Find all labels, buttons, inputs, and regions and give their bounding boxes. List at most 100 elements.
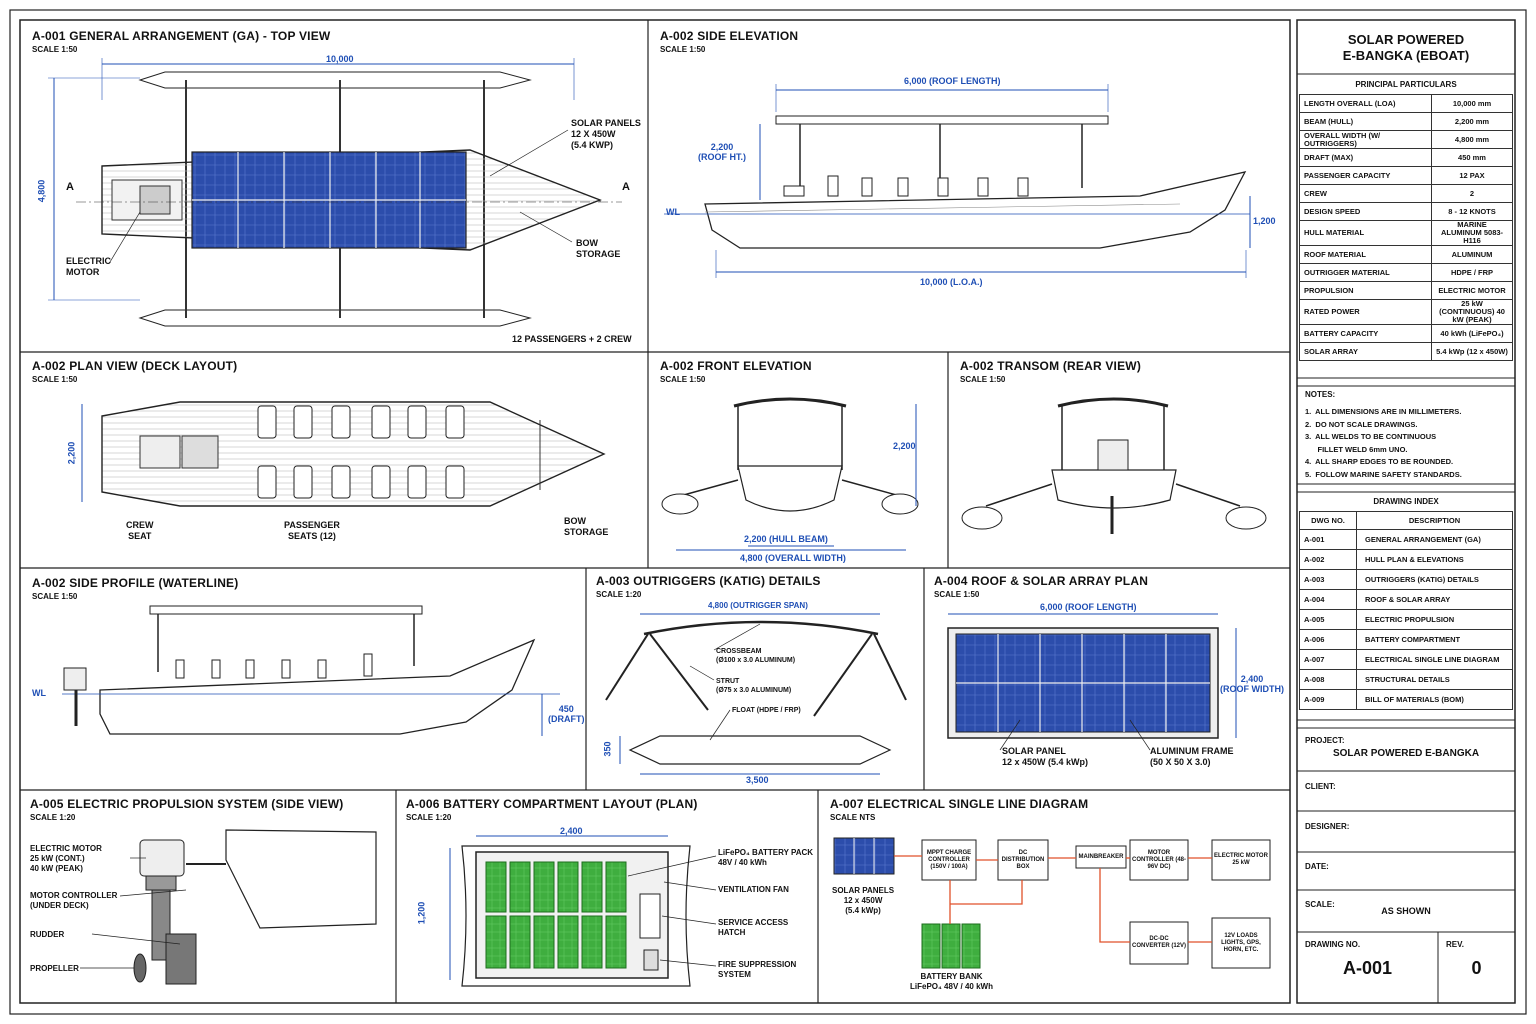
particular-value: 5.4 kWp (12 x 450W) <box>1431 342 1513 361</box>
particular-label: BEAM (HULL) <box>1299 112 1432 131</box>
designer-label: DESIGNER: <box>1305 822 1350 831</box>
plan-view-deck <box>81 401 606 507</box>
particular-value: 10,000 mm <box>1431 94 1513 113</box>
index-desc: GENERAL ARRANGEMENT (GA) <box>1356 529 1513 550</box>
panel-scale-sld: SCALE NTS <box>830 813 876 822</box>
index-no: A-006 <box>1299 629 1357 650</box>
drawing-frame <box>19 19 1291 1004</box>
index-no: A-005 <box>1299 609 1357 630</box>
dim-battery-height: 1,200 <box>416 901 427 925</box>
particulars-header: PRINCIPAL PARTICULARS <box>1355 80 1457 89</box>
label-strut: STRUT(Ø75 x 3.0 ALUMINUM) <box>716 678 792 694</box>
sld-motor-controller: MOTOR CONTROLLER (48-96V DC) <box>1132 849 1186 870</box>
panel-scale-front: SCALE 1:50 <box>660 375 706 384</box>
label-crossbeam: CROSSBEAM(Ø100 x 3.0 ALUMINUM) <box>716 648 796 664</box>
rev-value: 0 <box>1471 958 1482 978</box>
dim-ga-length: 10,000 <box>326 54 354 64</box>
label-capacity: 12 PASSENGERS + 2 CREW <box>512 334 632 344</box>
particular-label: RATED POWER <box>1299 299 1432 325</box>
index-header-row: DWG NO.DESCRIPTION <box>1299 511 1513 530</box>
index-desc: BILL OF MATERIALS (BOM) <box>1356 689 1513 710</box>
note-line: 1. ALL DIMENSIONS ARE IN MILLIMETERS. <box>1305 407 1462 416</box>
plan-seat <box>331 405 351 439</box>
dim-roof-length: 6,000 (ROOF LENGTH) <box>904 76 1001 86</box>
note-line: FILLET WELD 6mm UNO. <box>1305 444 1408 454</box>
panel-title-transom: A-002 TRANSOM (REAR VIEW) <box>960 359 1142 373</box>
particular-label: CREW <box>1299 184 1432 203</box>
battery-view <box>449 835 717 987</box>
index-no: A-002 <box>1299 549 1357 570</box>
particular-label: LENGTH OVERALL (LOA) <box>1299 94 1432 113</box>
plan-seat <box>331 465 351 499</box>
particular-value: 4,800 mm <box>1431 130 1513 149</box>
index-desc: ELECTRIC PROPULSION <box>1356 609 1513 630</box>
panel-title-propulsion: A-005 ELECTRIC PROPULSION SYSTEM (SIDE V… <box>30 797 344 811</box>
sld-12v-loads: 12V LOADS LIGHTS, GPS, HORN, ETC. <box>1221 932 1261 953</box>
panel-scale-battery: SCALE 1:20 <box>406 813 452 822</box>
particular-label: HULL MATERIAL <box>1299 220 1432 246</box>
dim-overall-width: 4,800 (OVERALL WIDTH) <box>740 553 846 563</box>
index-desc: BATTERY COMPARTMENT <box>1356 629 1513 650</box>
notes-header: NOTES: <box>1305 390 1336 399</box>
panel-scale-plan: SCALE 1:50 <box>32 375 78 384</box>
particular-value: 2,200 mm <box>1431 112 1513 131</box>
panel-title-sld: A-007 ELECTRICAL SINGLE LINE DIAGRAM <box>830 797 1089 811</box>
sld-electric-motor: ELECTRIC MOTOR 25 kW <box>1214 853 1268 866</box>
project-label: PROJECT: <box>1305 736 1345 745</box>
panel-title-side: A-002 SIDE ELEVATION <box>660 29 799 43</box>
date-label: DATE: <box>1305 862 1329 871</box>
particular-label: OVERALL WIDTH (W/ OUTRIGGERS) <box>1299 130 1432 149</box>
particular-label: BATTERY CAPACITY <box>1299 324 1432 343</box>
scale-label: SCALE: <box>1305 900 1335 909</box>
section-marker-right: A <box>622 181 630 193</box>
ga-top-view <box>48 58 622 327</box>
transom-view <box>961 397 1267 534</box>
index-desc: OUTRIGGERS (KATIG) DETAILS <box>1356 569 1513 590</box>
particulars-row: OVERALL WIDTH (W/ OUTRIGGERS)4,800 mm <box>1299 130 1513 149</box>
plan-seat <box>293 465 313 499</box>
scale-value: AS SHOWN <box>1381 906 1431 916</box>
dim-float-length: 3,500 <box>746 775 769 785</box>
particulars-row: LENGTH OVERALL (LOA)10,000 mm <box>1299 94 1513 113</box>
index-desc: ROOF & SOLAR ARRAY <box>1356 589 1513 610</box>
panel-scale-roof: SCALE 1:50 <box>934 590 980 599</box>
plan-seat <box>407 405 427 439</box>
particular-value: ELECTRIC MOTOR <box>1431 281 1513 300</box>
index-col-header: DWG NO. <box>1299 511 1357 530</box>
sld-mppt: MPPT CHARGE CONTROLLER (150V / 100A) <box>926 849 972 870</box>
particular-value: ALUMINUM <box>1431 245 1513 264</box>
particulars-row: BEAM (HULL)2,200 mm <box>1299 112 1513 131</box>
label-aluminum-frame: ALUMINUM FRAME(50 x 50 x 3.0) <box>1150 746 1234 767</box>
note-line: 3. ALL WELDS TO BE CONTINUOUS <box>1305 432 1437 441</box>
drawing-no-label: DRAWING NO. <box>1305 940 1361 949</box>
index-desc: ELECTRICAL SINGLE LINE DIAGRAM <box>1356 649 1513 670</box>
single-line-diagram <box>833 837 1271 969</box>
outer-border <box>9 9 1527 1015</box>
panel-scale-outrigger: SCALE 1:20 <box>596 590 642 599</box>
index-no: A-004 <box>1299 589 1357 610</box>
particular-value: 40 kWh (LiFePO₄) <box>1431 324 1513 343</box>
label-waterline-side: WL <box>666 207 680 217</box>
drawing-no-value: A-001 <box>1342 958 1393 978</box>
dim-roof-width: 2,400(ROOF WIDTH) <box>1220 674 1284 694</box>
label-prop-controller: MOTOR CONTROLLER(UNDER DECK) <box>30 891 118 910</box>
particular-label: DESIGN SPEED <box>1299 202 1432 221</box>
rev-label: REV. <box>1446 940 1464 949</box>
particular-value: 12 PAX <box>1431 166 1513 185</box>
